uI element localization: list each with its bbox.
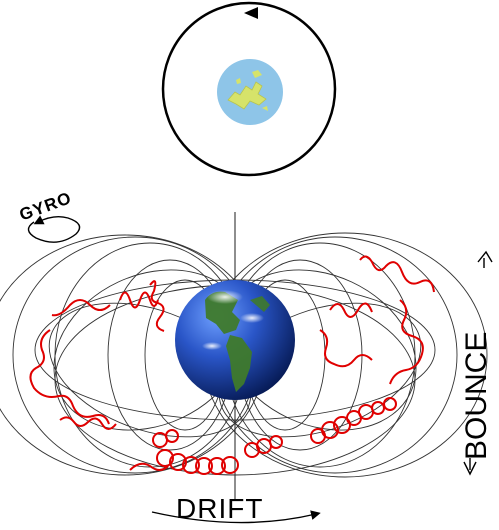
- earth-globe-icon: [175, 280, 295, 400]
- left-bounce-path: [30, 293, 158, 425]
- right-bounce-path: [320, 256, 434, 366]
- bounce-label: BOUNCE: [460, 332, 493, 460]
- gyro-arrow-icon: [28, 217, 79, 243]
- gyro-annotation: GYRO: [17, 188, 80, 242]
- drift-annotation: DRIFT: [152, 493, 316, 524]
- bounce-annotation: BOUNCE: [460, 252, 493, 474]
- drift-loops: [130, 430, 282, 474]
- top-orbit-view: [163, 3, 335, 175]
- orbit-arrow-icon: [244, 7, 258, 19]
- small-earth-icon: [217, 59, 283, 125]
